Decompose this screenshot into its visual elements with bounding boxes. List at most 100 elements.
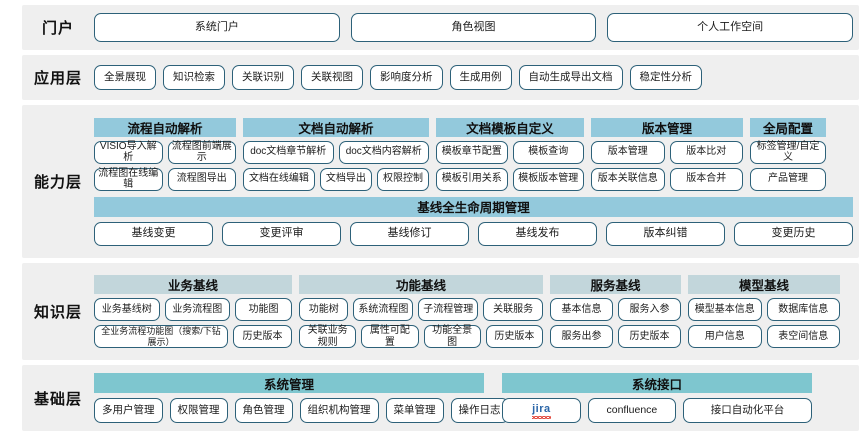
knowledge-item-service-basic-info[interactable]: 基本信息 bbox=[550, 298, 613, 321]
foundation-item-api-automation-platform[interactable]: 接口自动化平台 bbox=[682, 398, 812, 423]
application-item-generate-case[interactable]: 生成用例 bbox=[449, 65, 512, 90]
layer-band-portal: 门户 系统门户 角色视图 个人工作空间 bbox=[22, 5, 859, 50]
knowledge-item-full-business-flow-function-chart[interactable]: 全业务流程功能图（搜索/下钻展示） bbox=[94, 325, 228, 348]
group-grid-business-baseline: 业务基线树 业务流程图 功能图 全业务流程功能图（搜索/下钻展示） 历史版本 bbox=[94, 298, 292, 348]
knowledge-item-service-input-param[interactable]: 服务入参 bbox=[618, 298, 681, 321]
capability-item-flowchart-export[interactable]: 流程图导出 bbox=[167, 167, 236, 191]
capability-item-template-chapter-config[interactable]: 模板章节配置 bbox=[436, 140, 508, 164]
foundation-block-system-interface: 系统接口 jira confluence 接口自动化平台 bbox=[502, 373, 812, 423]
grid-row: 用户信息 表空间信息 bbox=[688, 325, 840, 348]
knowledge-item-business-flowchart[interactable]: 业务流程图 bbox=[164, 298, 231, 321]
capability-item-tag-management[interactable]: 标签管理/自定义 bbox=[750, 140, 826, 164]
baseline-item-version-correction[interactable]: 版本纠错 bbox=[606, 221, 725, 246]
baseline-item-change-review[interactable]: 变更评审 bbox=[222, 221, 341, 246]
group-title-doc-parse: 文档自动解析 bbox=[243, 117, 429, 137]
capability-group-row: 流程自动解析 VISIO导入解析 流程图前端展示 流程图在线编辑 流程图导出 bbox=[94, 117, 853, 191]
capability-item-version-merge[interactable]: 版本合并 bbox=[669, 167, 743, 191]
foundation-block-system-management: 系统管理 多用户管理 权限管理 角色管理 组织机构管理 菜单管理 操作日志 bbox=[94, 373, 509, 423]
knowledge-item-user-info[interactable]: 用户信息 bbox=[688, 325, 762, 348]
capability-item-doc-chapter-parse[interactable]: doc文档章节解析 bbox=[243, 140, 334, 164]
portal-item-personal-workspace[interactable]: 个人工作空间 bbox=[607, 13, 854, 42]
capability-item-flowchart-online-edit[interactable]: 流程图在线编辑 bbox=[94, 167, 163, 191]
portal-item-row: 系统门户 角色视图 个人工作空间 bbox=[94, 13, 854, 42]
capability-item-doc-export[interactable]: 文档导出 bbox=[319, 167, 372, 191]
group-grid-version-mgmt: 版本管理 版本比对 版本关联信息 版本合并 bbox=[591, 140, 743, 191]
layer-band-knowledge: 知识层 业务基线 业务基线树 业务流程图 功能图 全业务流程功能图（搜索/下钻展… bbox=[22, 263, 859, 360]
knowledge-item-tablespace-info[interactable]: 表空间信息 bbox=[766, 325, 840, 348]
foundation-item-permission-mgmt[interactable]: 权限管理 bbox=[169, 398, 228, 423]
knowledge-item-history-version-service[interactable]: 历史版本 bbox=[618, 325, 681, 348]
block-title-system-management: 系统管理 bbox=[94, 373, 484, 393]
application-item-auto-export-doc[interactable]: 自动生成导出文档 bbox=[518, 65, 623, 90]
knowledge-item-function-panorama[interactable]: 功能全景图 bbox=[423, 325, 481, 348]
group-grid-doc-parse: doc文档章节解析 doc文档内容解析 文档在线编辑 文档导出 权限控制 bbox=[243, 140, 430, 191]
foundation-item-multi-user-mgmt[interactable]: 多用户管理 bbox=[94, 398, 163, 423]
baseline-item-revision[interactable]: 基线修订 bbox=[350, 221, 469, 246]
knowledge-item-history-version-business[interactable]: 历史版本 bbox=[233, 325, 292, 348]
knowledge-group-model-baseline: 模型基线 模型基本信息 数据库信息 用户信息 表空间信息 bbox=[688, 275, 840, 348]
grid-row: 全业务流程功能图（搜索/下钻展示） 历史版本 bbox=[94, 325, 292, 348]
application-item-row: 全景展现 知识检索 关联识别 关联视图 影响度分析 生成用例 自动生成导出文档 … bbox=[94, 65, 853, 90]
knowledge-item-related-business-rule[interactable]: 关联业务规则 bbox=[299, 325, 357, 348]
knowledge-item-subprocess-mgmt[interactable]: 子流程管理 bbox=[418, 298, 479, 321]
capability-item-version-compare[interactable]: 版本比对 bbox=[669, 140, 743, 164]
layer-label-foundation: 基础层 bbox=[33, 390, 82, 408]
capability-item-permission-control[interactable]: 权限控制 bbox=[376, 167, 430, 191]
group-title-service-baseline: 服务基线 bbox=[550, 275, 681, 294]
capability-item-template-reference[interactable]: 模板引用关系 bbox=[436, 167, 508, 191]
application-item-stability-analysis[interactable]: 稳定性分析 bbox=[629, 65, 702, 90]
knowledge-item-function-tree[interactable]: 功能树 bbox=[299, 298, 349, 321]
capability-item-version-manage[interactable]: 版本管理 bbox=[591, 140, 665, 164]
grid-row: 版本管理 版本比对 bbox=[591, 140, 743, 164]
baseline-lifecycle-row: 基线变更 变更评审 基线修订 基线发布 版本纠错 变更历史 bbox=[94, 221, 853, 246]
block-title-system-interface: 系统接口 bbox=[502, 373, 812, 393]
capability-item-template-query[interactable]: 模板查询 bbox=[512, 140, 584, 164]
knowledge-item-attribute-configurable[interactable]: 属性可配置 bbox=[361, 325, 419, 348]
foundation-item-operation-log[interactable]: 操作日志 bbox=[450, 398, 509, 423]
knowledge-item-business-baseline-tree[interactable]: 业务基线树 bbox=[94, 298, 160, 321]
grid-row: 标签管理/自定义 bbox=[750, 140, 826, 164]
capability-item-product-management[interactable]: 产品管理 bbox=[750, 167, 826, 191]
layer-band-foundation: 基础层 系统管理 多用户管理 权限管理 角色管理 组织机构管理 菜单管理 操作日… bbox=[22, 365, 859, 431]
grid-row: 产品管理 bbox=[750, 167, 826, 191]
baseline-lifecycle-block: 基线全生命周期管理 基线变更 变更评审 基线修订 基线发布 版本纠错 变更历史 bbox=[94, 196, 853, 246]
knowledge-item-related-service[interactable]: 关联服务 bbox=[483, 298, 543, 321]
portal-item-system-portal[interactable]: 系统门户 bbox=[94, 13, 340, 42]
knowledge-group-function-baseline: 功能基线 功能树 系统流程图 子流程管理 关联服务 关联业务规则 属性可配置 功… bbox=[299, 275, 543, 348]
application-item-impact-analysis[interactable]: 影响度分析 bbox=[370, 65, 443, 90]
capability-item-visio-import-parse[interactable]: VISIO导入解析 bbox=[94, 140, 163, 164]
group-title-version-mgmt: 版本管理 bbox=[591, 117, 743, 137]
capability-group-process-parse: 流程自动解析 VISIO导入解析 流程图前端展示 流程图在线编辑 流程图导出 bbox=[94, 117, 236, 191]
application-item-panorama[interactable]: 全景展现 bbox=[94, 65, 156, 90]
grid-row: 基本信息 服务入参 bbox=[550, 298, 681, 321]
knowledge-item-function-chart[interactable]: 功能图 bbox=[235, 298, 292, 321]
layer-label-portal: 门户 bbox=[41, 20, 74, 37]
capability-item-template-version-mgmt[interactable]: 模板版本管理 bbox=[512, 167, 584, 191]
foundation-item-jira[interactable]: jira bbox=[502, 398, 581, 423]
knowledge-group-row: 业务基线 业务基线树 业务流程图 功能图 全业务流程功能图（搜索/下钻展示） 历… bbox=[94, 275, 853, 348]
capability-item-version-relation-info[interactable]: 版本关联信息 bbox=[591, 167, 665, 191]
grid-row: 版本关联信息 版本合并 bbox=[591, 167, 743, 191]
layer-label-capability: 能力层 bbox=[33, 174, 82, 191]
knowledge-item-history-version-function[interactable]: 历史版本 bbox=[485, 325, 543, 348]
grid-row: 流程图在线编辑 流程图导出 bbox=[94, 167, 236, 191]
application-item-relation-recognition[interactable]: 关联识别 bbox=[232, 65, 294, 90]
group-title-business-baseline: 业务基线 bbox=[94, 275, 292, 294]
foundation-item-org-structure-mgmt[interactable]: 组织机构管理 bbox=[299, 398, 379, 423]
knowledge-item-model-basic-info[interactable]: 模型基本信息 bbox=[688, 298, 762, 321]
capability-item-doc-online-edit[interactable]: 文档在线编辑 bbox=[243, 167, 315, 191]
foundation-item-menu-mgmt[interactable]: 菜单管理 bbox=[385, 398, 444, 423]
capability-item-flowchart-front-display[interactable]: 流程图前端展示 bbox=[167, 140, 236, 164]
knowledge-item-service-output-param[interactable]: 服务出参 bbox=[550, 325, 613, 348]
foundation-item-confluence[interactable]: confluence bbox=[587, 398, 676, 423]
baseline-item-change[interactable]: 基线变更 bbox=[94, 221, 213, 246]
knowledge-item-database-info[interactable]: 数据库信息 bbox=[766, 298, 840, 321]
baseline-item-release[interactable]: 基线发布 bbox=[478, 221, 597, 246]
foundation-item-role-mgmt[interactable]: 角色管理 bbox=[234, 398, 293, 423]
baseline-item-change-history[interactable]: 变更历史 bbox=[734, 221, 853, 246]
application-item-knowledge-search[interactable]: 知识检索 bbox=[163, 65, 225, 90]
application-item-relation-view[interactable]: 关联视图 bbox=[301, 65, 363, 90]
capability-item-doc-content-parse[interactable]: doc文档内容解析 bbox=[338, 140, 429, 164]
knowledge-item-system-flowchart[interactable]: 系统流程图 bbox=[353, 298, 414, 321]
portal-item-role-view[interactable]: 角色视图 bbox=[350, 13, 597, 42]
